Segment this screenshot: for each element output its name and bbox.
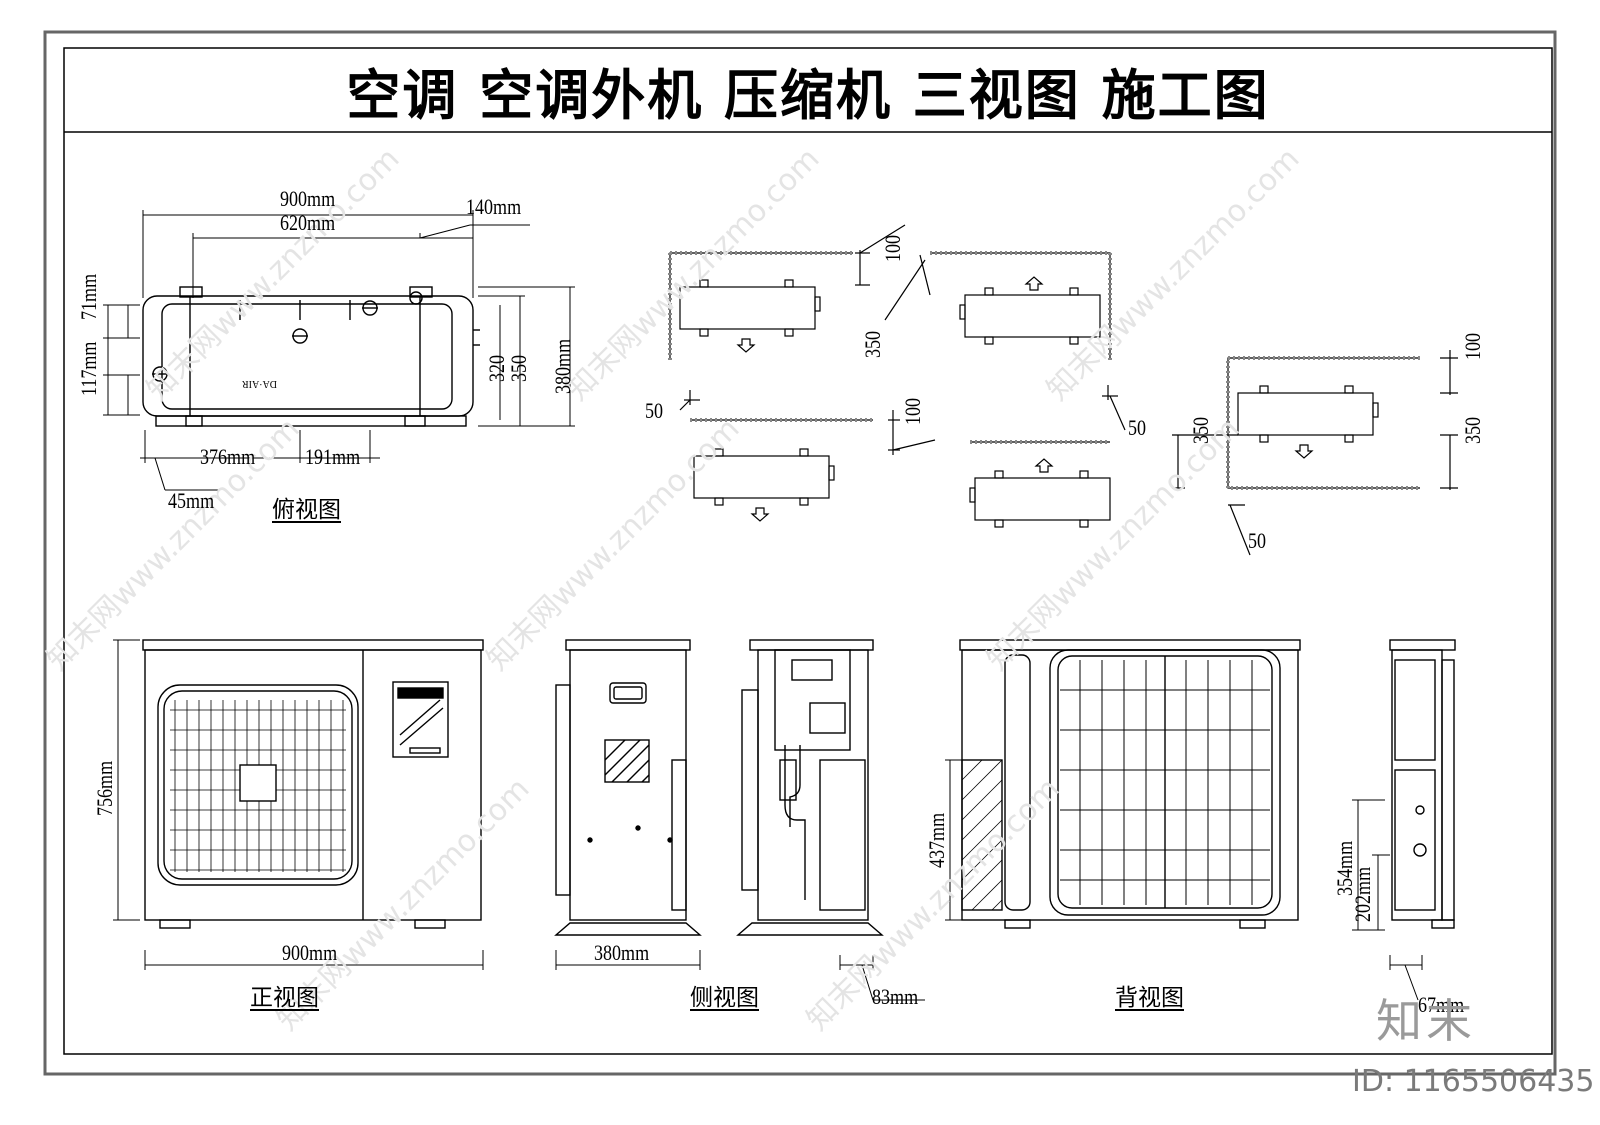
clr-50-c: 50 (1248, 528, 1267, 553)
side-view-offset-dim (839, 955, 925, 1001)
back-view-label: 背视图 (1115, 985, 1184, 1010)
back-view-unit (959, 639, 1301, 929)
side-view-label: 侧视图 (690, 985, 759, 1010)
dim-top-45: 45mm (168, 488, 215, 513)
side-view-internal (736, 639, 884, 936)
front-view-label: 正视图 (250, 985, 319, 1010)
dim-top-117: 117mm (76, 341, 101, 396)
top-view-dims (103, 210, 575, 491)
inner-frame (63, 47, 1553, 1055)
top-view-label: 俯视图 (272, 497, 341, 522)
right-side-view (1389, 639, 1456, 929)
dim-side-83: 83mm (872, 984, 919, 1009)
clr-50-a: 50 (645, 398, 664, 423)
drawing-title: 空调 空调外机 压缩机 三视图 施工图 (346, 63, 1270, 127)
image-id: ID: 1165506435 (1352, 1064, 1595, 1099)
znzmo-logo: 知末 (1376, 994, 1476, 1048)
dim-top-191: 191mm (305, 444, 361, 469)
dim-front-900: 900mm (282, 940, 338, 965)
clearance-diagrams (668, 224, 1458, 556)
side-view-dims (555, 950, 701, 970)
clr-100-b: 100 (900, 397, 925, 425)
dim-top-140: 140mm (466, 194, 522, 219)
dim-top-620: 620mm (280, 210, 336, 235)
dim-side-380: 380mm (594, 940, 650, 965)
clr-100-c: 100 (1460, 332, 1485, 360)
front-view-unit (142, 639, 484, 929)
clr-50-b: 50 (1128, 415, 1147, 440)
side-view-unit (554, 639, 702, 936)
dim-top-376: 376mm (200, 444, 256, 469)
front-view-dims (113, 639, 484, 970)
dim-top-350: 350 (506, 354, 531, 382)
dim-top-380: 380mm (550, 338, 575, 394)
clr-100-a: 100 (880, 234, 905, 262)
clr-350-c: 350 (1460, 416, 1485, 444)
outer-frame (43, 30, 1557, 1076)
dim-back-67: 67mm (1418, 992, 1465, 1017)
dim-top-71: 71mm (76, 273, 101, 320)
dim-back-202: 202mm (1350, 866, 1375, 922)
dim-front-756: 756mm (92, 760, 117, 816)
top-view-unit (142, 286, 480, 427)
dim-top-320: 320 (484, 354, 509, 382)
clr-350-a: 350 (860, 330, 885, 358)
dim-top-900: 900mm (280, 186, 336, 211)
unit-brand-mark: DA·AIR (242, 378, 277, 389)
back-view-dims (945, 759, 1423, 1001)
clr-350-d: 350 (1188, 416, 1213, 444)
dim-back-437: 437mm (924, 812, 949, 868)
